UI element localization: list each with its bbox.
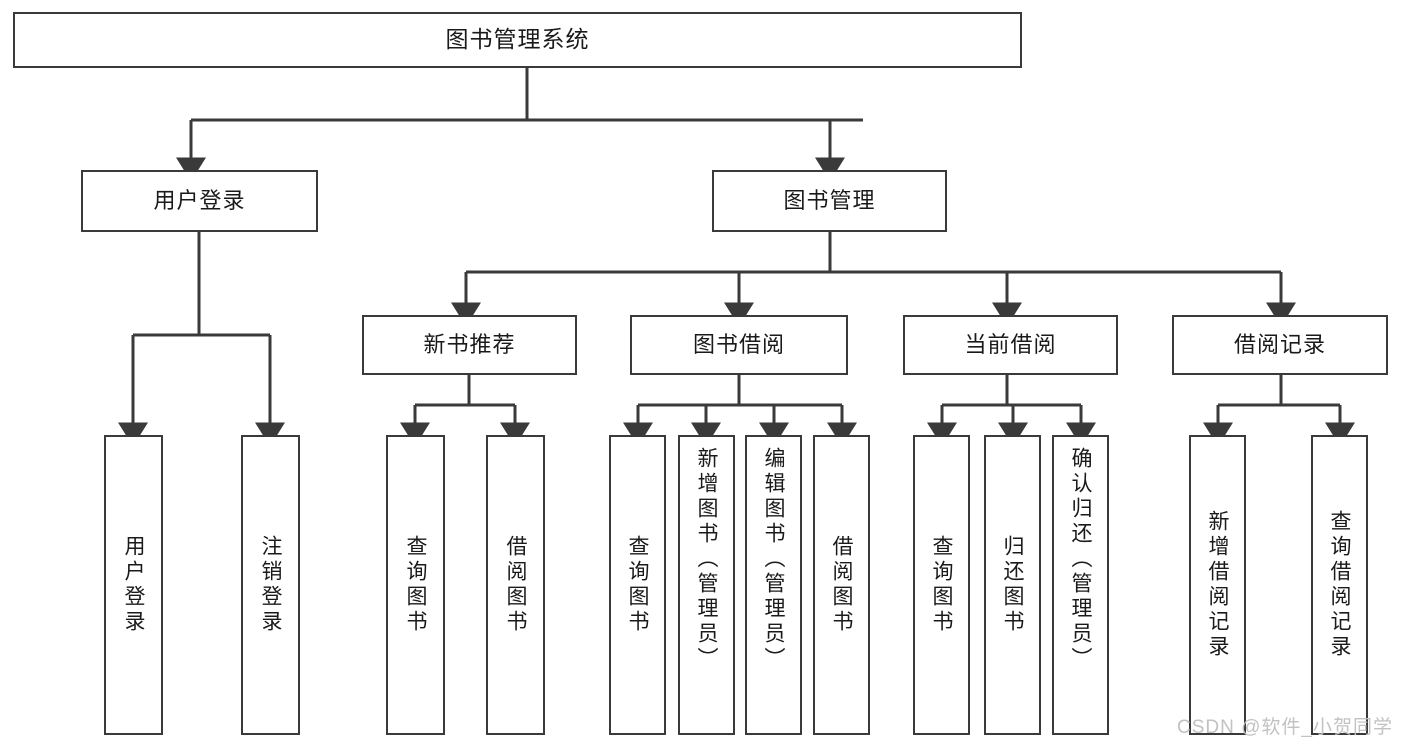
node-label: 查询图书 — [626, 535, 649, 635]
node-label: 当前借阅 — [964, 331, 1057, 357]
node-root-book-management-system[interactable]: 图书管理系统 — [13, 12, 1022, 68]
node-label: 图书管理系统 — [445, 26, 590, 53]
node-user-login[interactable]: 用户登录 — [81, 170, 318, 232]
leaf-borrow-book-recommend[interactable]: 借阅图书 — [486, 435, 545, 735]
leaf-borrow-book-borrowing[interactable]: 借阅图书 — [813, 435, 870, 735]
leaf-confirm-return-admin[interactable]: 确认归还（管理员） — [1052, 435, 1109, 735]
leaf-add-book-admin[interactable]: 新增图书（管理员） — [678, 435, 735, 735]
node-book-borrowing[interactable]: 图书借阅 — [630, 315, 848, 375]
leaf-add-borrowing-record[interactable]: 新增借阅记录 — [1189, 435, 1246, 735]
node-new-book-recommendation[interactable]: 新书推荐 — [362, 315, 577, 375]
leaf-logout[interactable]: 注销登录 — [241, 435, 300, 735]
leaf-query-borrowing-record[interactable]: 查询借阅记录 — [1311, 435, 1368, 735]
node-label: 确认归还（管理员） — [1069, 447, 1092, 672]
leaf-query-book-recommend[interactable]: 查询图书 — [386, 435, 445, 735]
node-label: 编辑图书（管理员） — [762, 447, 785, 672]
leaf-return-book[interactable]: 归还图书 — [984, 435, 1041, 735]
node-borrowing-records[interactable]: 借阅记录 — [1172, 315, 1388, 375]
node-label: 新书推荐 — [423, 331, 516, 357]
node-label: 用户登录 — [153, 187, 246, 213]
node-current-borrowing[interactable]: 当前借阅 — [903, 315, 1118, 375]
node-label: 归还图书 — [1001, 535, 1024, 635]
watermark-text: CSDN @软件_小贺同学 — [1177, 717, 1393, 738]
node-label: 查询借阅记录 — [1328, 510, 1351, 660]
node-label: 注销登录 — [259, 535, 282, 635]
leaf-query-book-borrowing[interactable]: 查询图书 — [609, 435, 666, 735]
node-label: 用户登录 — [122, 535, 145, 635]
leaf-edit-book-admin[interactable]: 编辑图书（管理员） — [745, 435, 802, 735]
leaf-user-login[interactable]: 用户登录 — [104, 435, 163, 735]
node-label: 借阅图书 — [504, 535, 527, 635]
node-label: 查询图书 — [930, 535, 953, 635]
node-label: 图书管理 — [783, 187, 876, 213]
node-book-management[interactable]: 图书管理 — [712, 170, 947, 232]
node-label: 借阅记录 — [1233, 331, 1326, 357]
node-label: 借阅图书 — [830, 535, 853, 635]
leaf-query-book-current[interactable]: 查询图书 — [913, 435, 970, 735]
node-label: 新增借阅记录 — [1206, 510, 1229, 660]
node-label: 查询图书 — [404, 535, 427, 635]
node-label: 新增图书（管理员） — [695, 447, 718, 672]
node-label: 图书借阅 — [692, 331, 785, 357]
